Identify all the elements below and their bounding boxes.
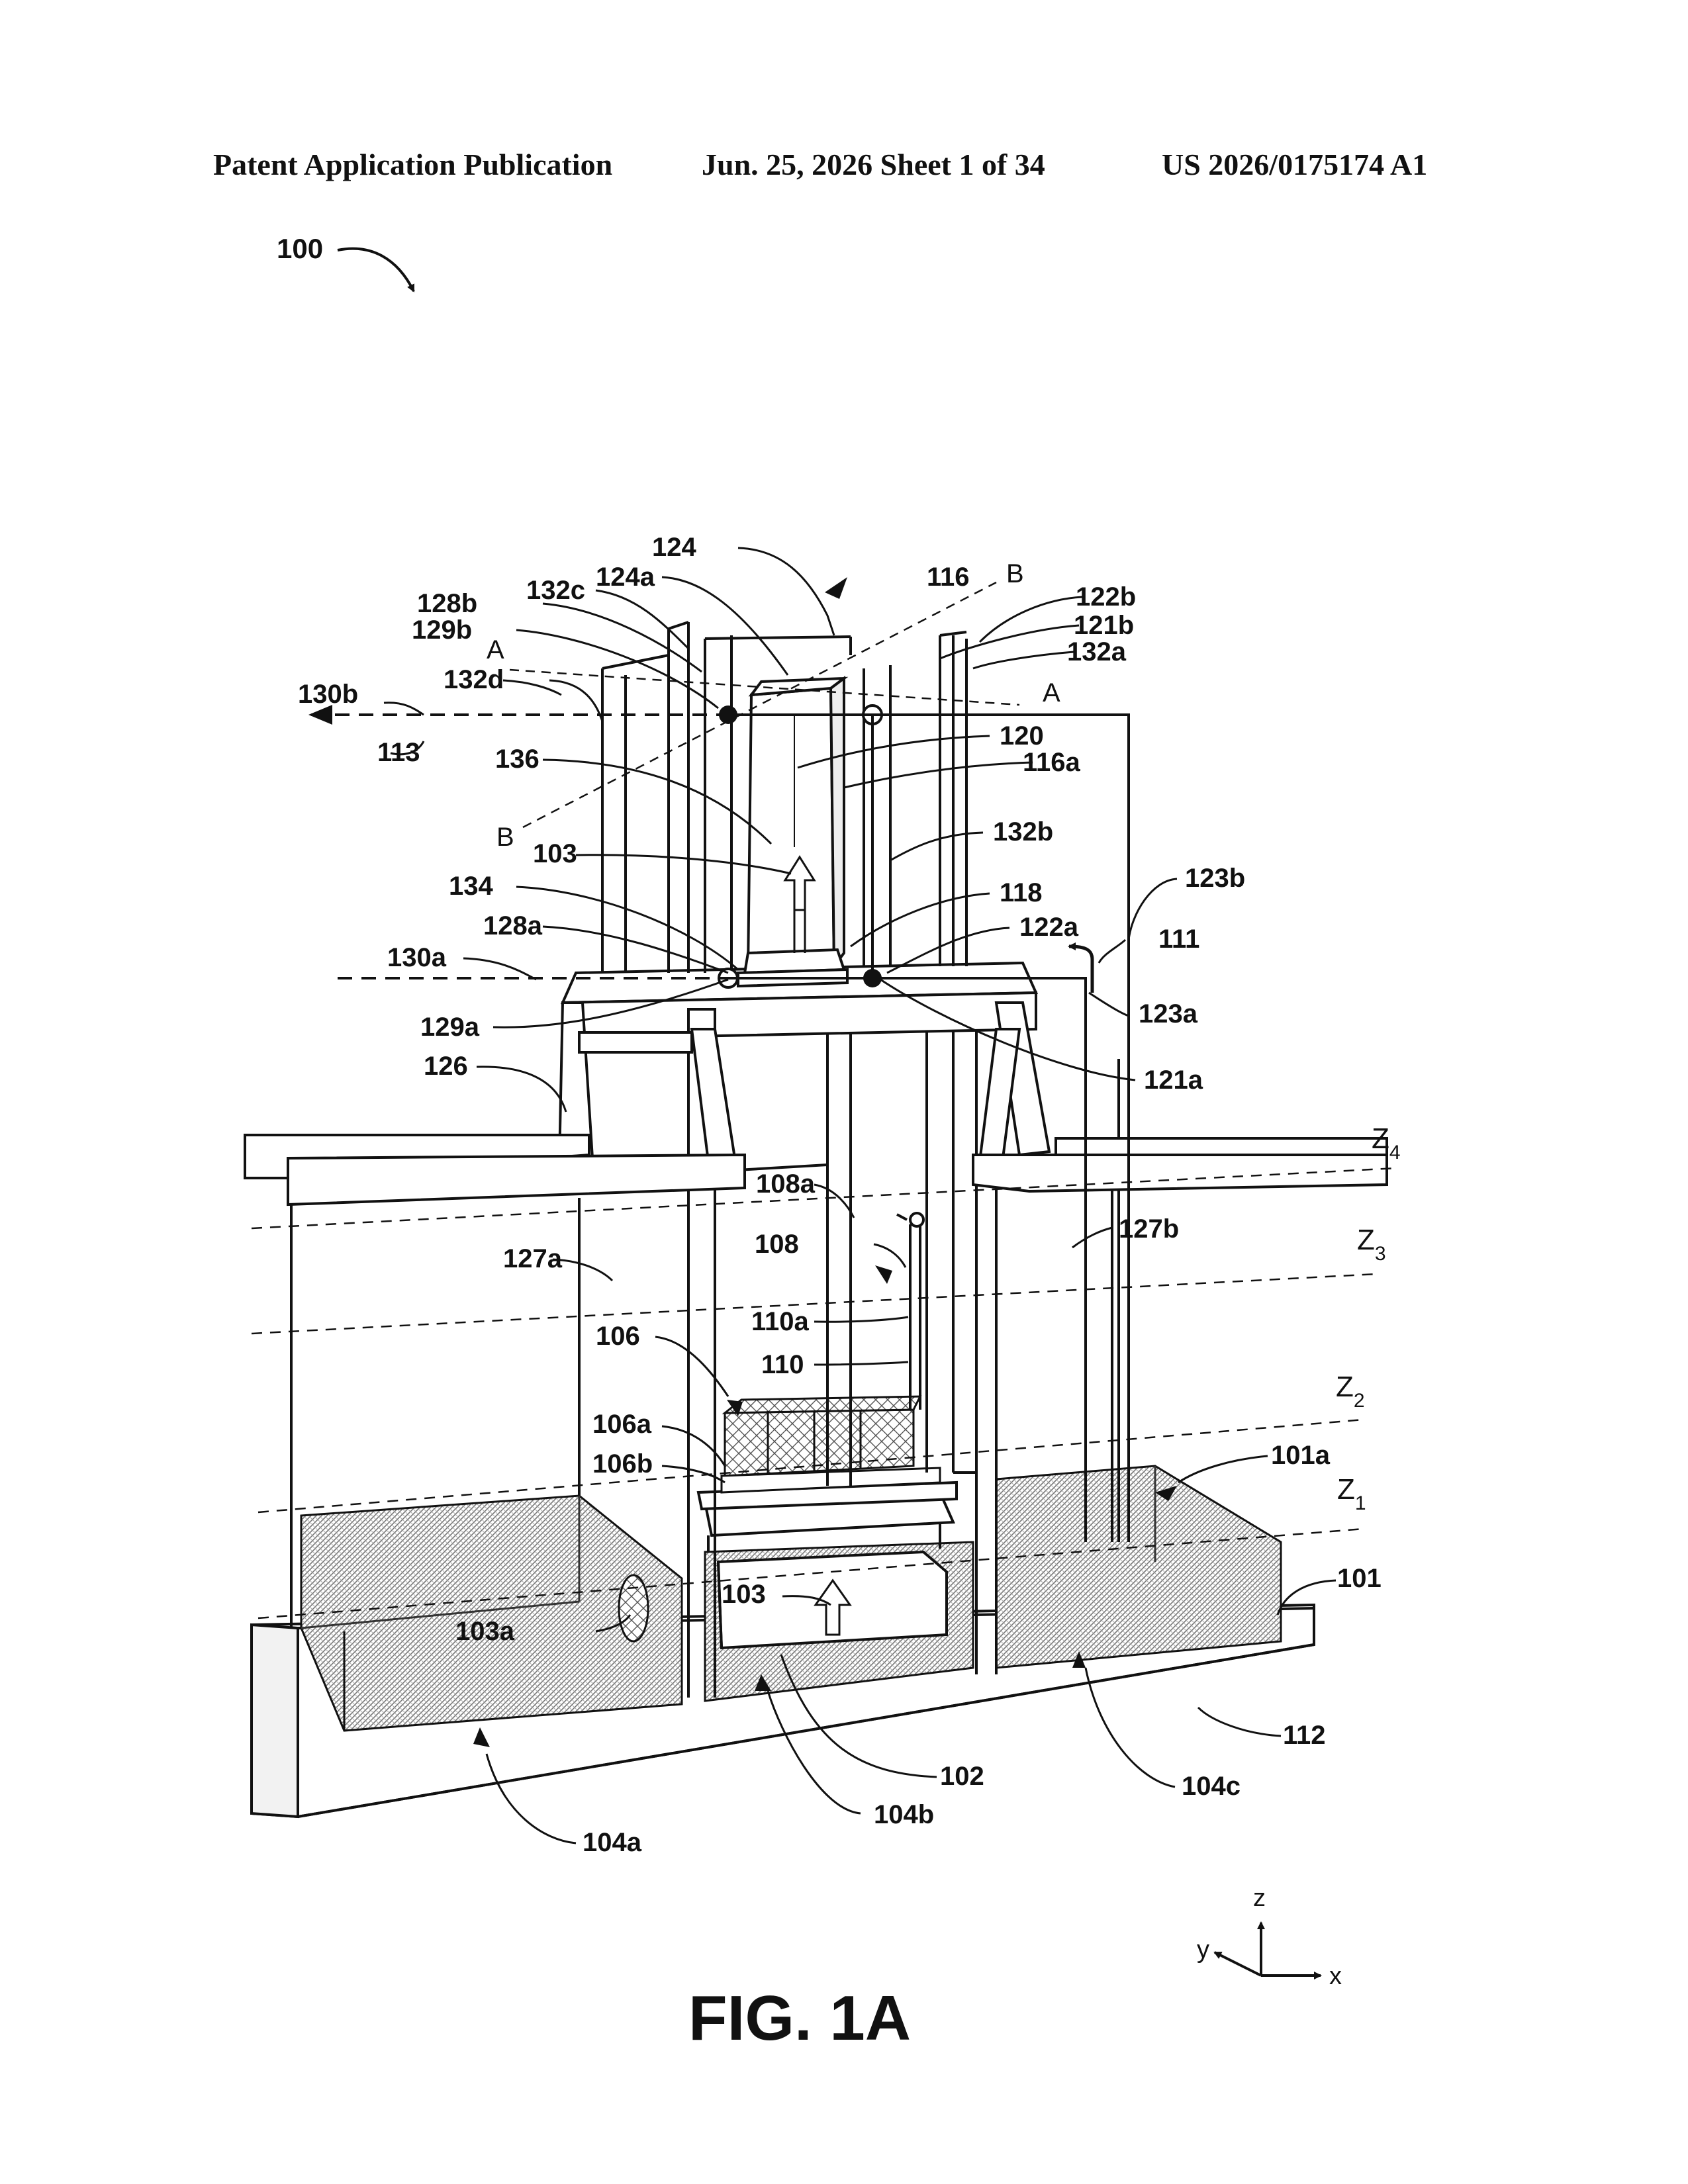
label-132a: 132a <box>1067 637 1127 666</box>
axis-label-z: z <box>1253 1884 1266 1912</box>
label-123a: 123a <box>1139 999 1198 1028</box>
elevator-car-116 <box>738 678 847 986</box>
label-b-top: B <box>1006 559 1024 588</box>
label-101a: 101a <box>1271 1441 1331 1470</box>
z1-label: Z1 <box>1337 1473 1366 1514</box>
label-104a: 104a <box>583 1828 642 1857</box>
label-121a: 121a <box>1144 1066 1203 1095</box>
label-128a: 128a <box>483 911 543 940</box>
label-129a: 129a <box>420 1013 480 1042</box>
deck-z4 <box>245 1135 1387 1205</box>
label-104b: 104b <box>874 1800 934 1829</box>
label-118: 118 <box>1000 878 1043 907</box>
label-110: 110 <box>761 1350 804 1379</box>
label-108: 108 <box>755 1230 799 1259</box>
opening-103a <box>619 1575 648 1641</box>
label-132c: 132c <box>526 576 585 605</box>
label-121b: 121b <box>1074 611 1134 640</box>
label-130b: 130b <box>298 680 358 709</box>
axis-label-y: y <box>1197 1936 1209 1964</box>
label-124a: 124a <box>596 563 655 592</box>
figure-caption: FIG. 1A <box>688 1982 911 2055</box>
label-102: 102 <box>940 1762 984 1791</box>
z3-label: Z3 <box>1357 1224 1386 1265</box>
label-126: 126 <box>424 1052 468 1081</box>
label-111: 111 <box>1158 925 1199 954</box>
label-122a: 122a <box>1019 913 1079 942</box>
label-124: 124 <box>652 533 696 562</box>
lift-platform <box>698 1482 957 1552</box>
label-123b: 123b <box>1185 864 1245 893</box>
bin-104c <box>996 1466 1281 1668</box>
label-116: 116 <box>927 563 970 592</box>
label-112: 112 <box>1283 1721 1326 1750</box>
label-103a: 103a <box>455 1617 515 1646</box>
label-127b: 127b <box>1119 1214 1179 1244</box>
label-134: 134 <box>449 872 493 901</box>
label-103-top: 103 <box>533 839 577 868</box>
pallet-106 <box>722 1396 940 1492</box>
reference-arrow-100 <box>338 249 414 291</box>
label-110a: 110a <box>751 1307 810 1336</box>
label-106: 106 <box>596 1322 640 1351</box>
label-128b: 128b <box>417 589 477 618</box>
label-a-right: A <box>1043 678 1060 707</box>
label-113: 113 <box>377 738 420 767</box>
label-b-bottom: B <box>496 823 514 852</box>
label-106a: 106a <box>592 1410 652 1439</box>
label-130a: 130a <box>387 943 447 972</box>
svg-text:Z2: Z2 <box>1336 1371 1365 1412</box>
label-129b: 129b <box>412 615 472 645</box>
label-122b: 122b <box>1076 582 1136 612</box>
label-103-bottom: 103 <box>722 1580 766 1609</box>
label-136: 136 <box>495 745 539 774</box>
label-106b: 106b <box>592 1449 653 1479</box>
label-116a: 116a <box>1023 748 1081 777</box>
z2-label: Z2 <box>1336 1371 1365 1412</box>
svg-text:Z1: Z1 <box>1337 1473 1366 1514</box>
label-132d: 132d <box>444 665 504 694</box>
svg-text:Z3: Z3 <box>1357 1224 1386 1265</box>
flow-arrow-111 <box>1069 946 1092 993</box>
label-132b: 132b <box>993 817 1053 846</box>
label-104c: 104c <box>1182 1772 1241 1801</box>
actuator-108 <box>897 1213 923 1410</box>
label-108a: 108a <box>756 1169 816 1199</box>
coordinate-axes <box>1215 1923 1321 1976</box>
label-a-left: A <box>487 635 504 664</box>
label-120: 120 <box>1000 721 1044 751</box>
axis-label-x: x <box>1329 1962 1342 1990</box>
label-127a: 127a <box>503 1244 563 1273</box>
label-101: 101 <box>1337 1564 1382 1593</box>
